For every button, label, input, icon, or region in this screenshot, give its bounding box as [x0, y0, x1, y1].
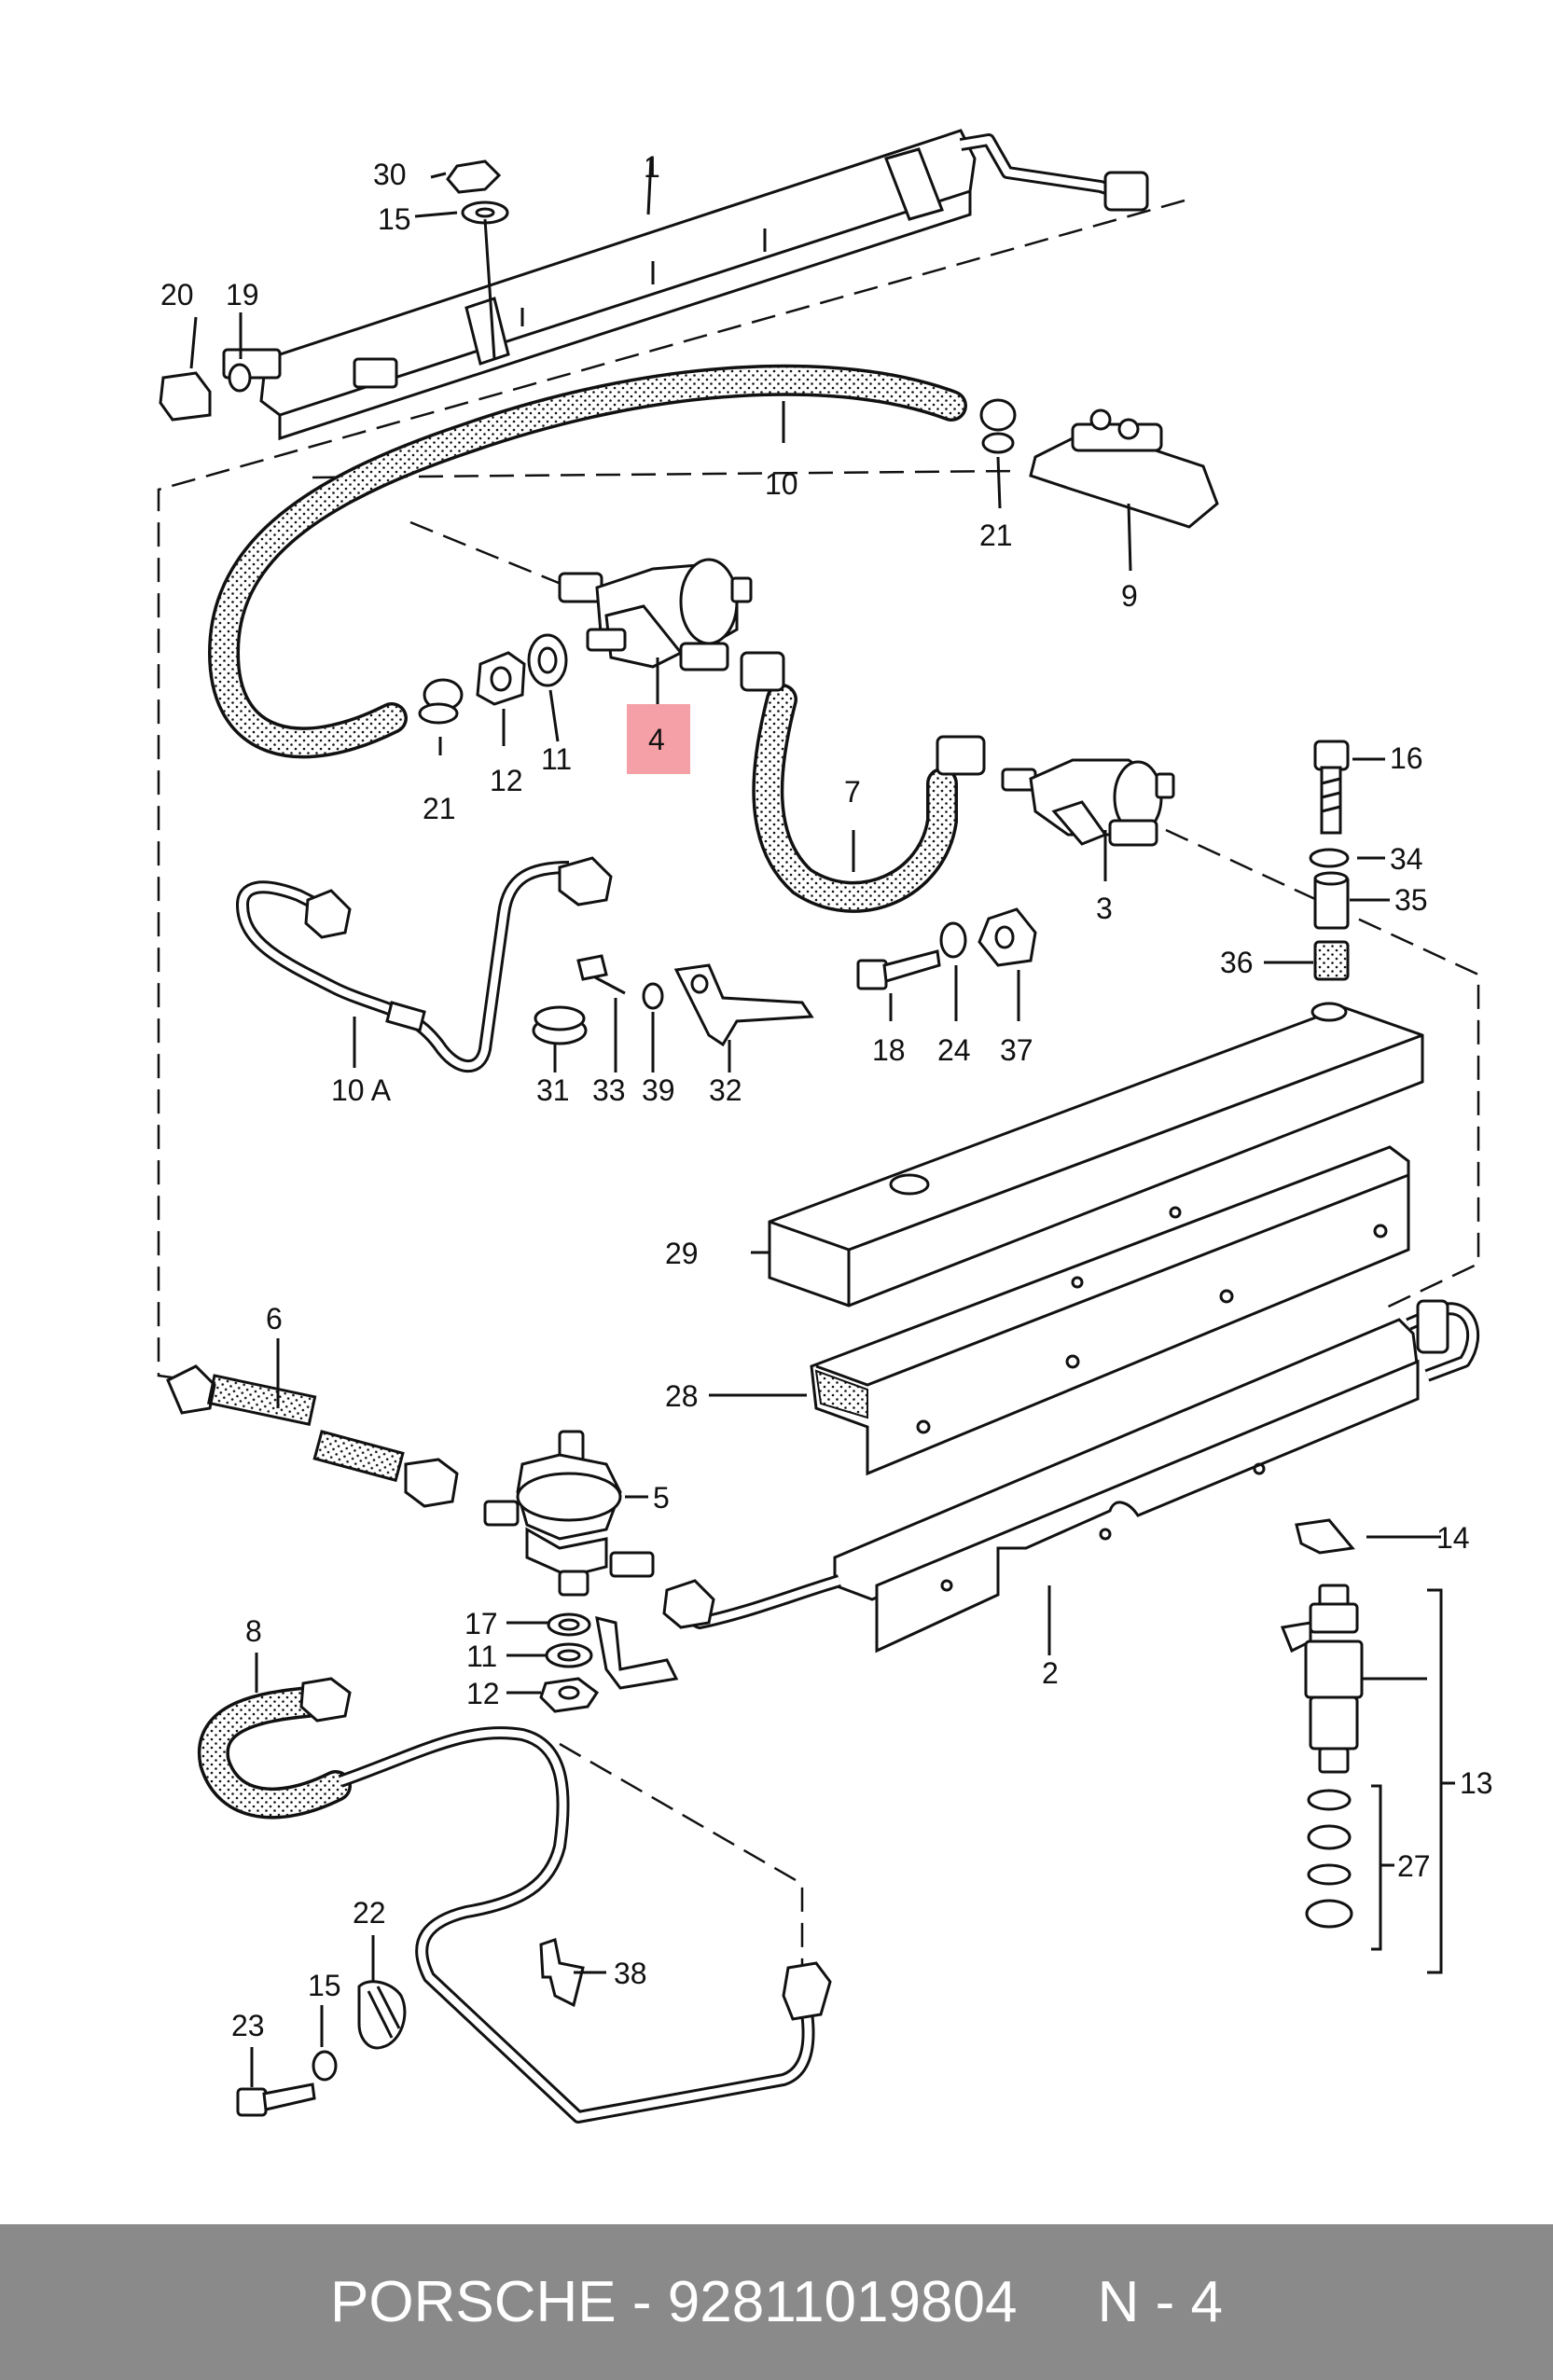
brackets-13-27 — [1371, 1588, 1443, 1974]
callout-13: 13 — [1460, 1766, 1493, 1800]
callout-16: 16 — [1390, 741, 1423, 775]
clamp-part-22 — [357, 1980, 407, 2050]
washer-part-17 — [547, 1612, 591, 1637]
washer-part-15-top — [461, 201, 509, 225]
callout-15-top: 15 — [378, 202, 411, 236]
fuel-rail-part-2 — [662, 1299, 1479, 1654]
callout-6: 6 — [266, 1302, 283, 1335]
callout-3: 3 — [1096, 892, 1113, 925]
fuel-hose-part-10 — [207, 364, 967, 759]
callout-29: 29 — [665, 1237, 699, 1270]
pressure-regulator-part-3 — [1001, 758, 1175, 847]
hose-clamp-part-21-left — [418, 678, 464, 725]
callout-15-bottom: 15 — [308, 1969, 341, 2002]
rail-cover-part-29 — [768, 1002, 1424, 1308]
callout-32: 32 — [709, 1073, 742, 1107]
callout-14: 14 — [1436, 1521, 1470, 1555]
callout-24: 24 — [937, 1033, 971, 1067]
pressure-regulator-part-5 — [483, 1430, 655, 1597]
callout-18: 18 — [872, 1033, 906, 1067]
screw-part-18 — [856, 949, 941, 990]
callout-35: 35 — [1394, 883, 1428, 917]
callout-23: 23 — [231, 2009, 265, 2042]
callout-34: 34 — [1390, 842, 1423, 876]
clip-part-38 — [539, 1938, 585, 2008]
callout-12-bottom: 12 — [466, 1677, 500, 1710]
callout-20: 20 — [160, 278, 194, 311]
callout-27: 27 — [1397, 1849, 1431, 1883]
callout-10a: 10 A — [331, 1073, 392, 1107]
washer-part-11-bottom — [545, 1642, 593, 1668]
washer-part-11-top — [527, 633, 568, 687]
callout-11-top: 11 — [541, 742, 572, 776]
callout-33: 33 — [592, 1073, 626, 1107]
callout-21-right: 21 — [979, 519, 1013, 552]
callout-4: 4 — [648, 723, 665, 756]
callout-1: 1 — [644, 150, 660, 184]
callout-7: 7 — [844, 775, 861, 809]
callout-36: 36 — [1220, 946, 1254, 979]
callout-22: 22 — [353, 1896, 386, 1930]
channel-part-28 — [810, 1145, 1410, 1476]
fuel-hose-part-8 — [197, 1677, 832, 2124]
nut-part-12-bottom — [539, 1677, 600, 1713]
clip-part-31 — [532, 1005, 588, 1045]
washer-part-19 — [228, 363, 252, 393]
washer-part-15-bottom — [312, 2050, 338, 2082]
screw-part-23 — [236, 2082, 316, 2117]
callout-39: 39 — [642, 1073, 675, 1107]
label-leaders — [189, 158, 1455, 2087]
injector-part-13 — [1280, 1584, 1364, 1774]
callout-17: 17 — [465, 1607, 498, 1640]
seals-part-27 — [1305, 1789, 1353, 1929]
pressure-damper-part-4 — [558, 558, 753, 671]
callout-8: 8 — [245, 1614, 262, 1648]
grommet-part-36 — [1313, 940, 1350, 981]
washer-part-34 — [1309, 848, 1350, 868]
bolt-part-16 — [1313, 740, 1350, 835]
bracket-part-37 — [978, 907, 1037, 967]
screw-part-33 — [576, 954, 626, 995]
fuel-hose-part-6 — [166, 1364, 459, 1508]
fuel-pipe-part-10a — [236, 856, 613, 1073]
callout-19: 19 — [226, 278, 259, 311]
hose-clamp-part-21-top — [979, 398, 1017, 454]
highlight-box-part-4 — [627, 704, 690, 774]
callout-12-top: 12 — [490, 764, 523, 797]
callout-30: 30 — [373, 158, 407, 191]
callout-38: 38 — [614, 1957, 647, 1990]
nut-part-30 — [446, 159, 502, 194]
callout-labels: 1 30 15 20 19 10 21 9 4 21 12 11 7 3 16 … — [160, 150, 1493, 2042]
clip-part-14 — [1295, 1518, 1355, 1555]
callout-21-left: 21 — [423, 792, 456, 825]
callout-37: 37 — [1000, 1033, 1033, 1067]
callout-2: 2 — [1042, 1656, 1059, 1690]
callout-5: 5 — [653, 1481, 670, 1515]
nut-part-12-top — [476, 651, 526, 706]
fuel-hose-part-7 — [740, 651, 986, 913]
bracket-part-32 — [673, 963, 814, 1047]
parts-diagram: 1 30 15 20 19 10 21 9 4 21 12 11 7 3 16 … — [157, 129, 1493, 2124]
washer-part-24 — [939, 921, 967, 959]
footer-bar: PORSCHE - 92811019804 N - 4 — [0, 2224, 1553, 2380]
callout-28: 28 — [665, 1379, 699, 1413]
distributor-part-9 — [1029, 408, 1219, 529]
callout-11-bottom: 11 — [466, 1640, 497, 1673]
spacer-part-35 — [1313, 871, 1350, 930]
washer-part-39 — [642, 982, 664, 1010]
footer-part-number: PORSCHE - 92811019804 N - 4 — [330, 2270, 1223, 2334]
callout-31: 31 — [536, 1073, 570, 1107]
cap-nut-part-20 — [159, 371, 212, 422]
callout-10: 10 — [765, 467, 798, 501]
fuel-rail-part-1 — [222, 129, 1149, 441]
bracket-part-17 — [595, 1615, 679, 1690]
callout-9: 9 — [1121, 579, 1138, 613]
